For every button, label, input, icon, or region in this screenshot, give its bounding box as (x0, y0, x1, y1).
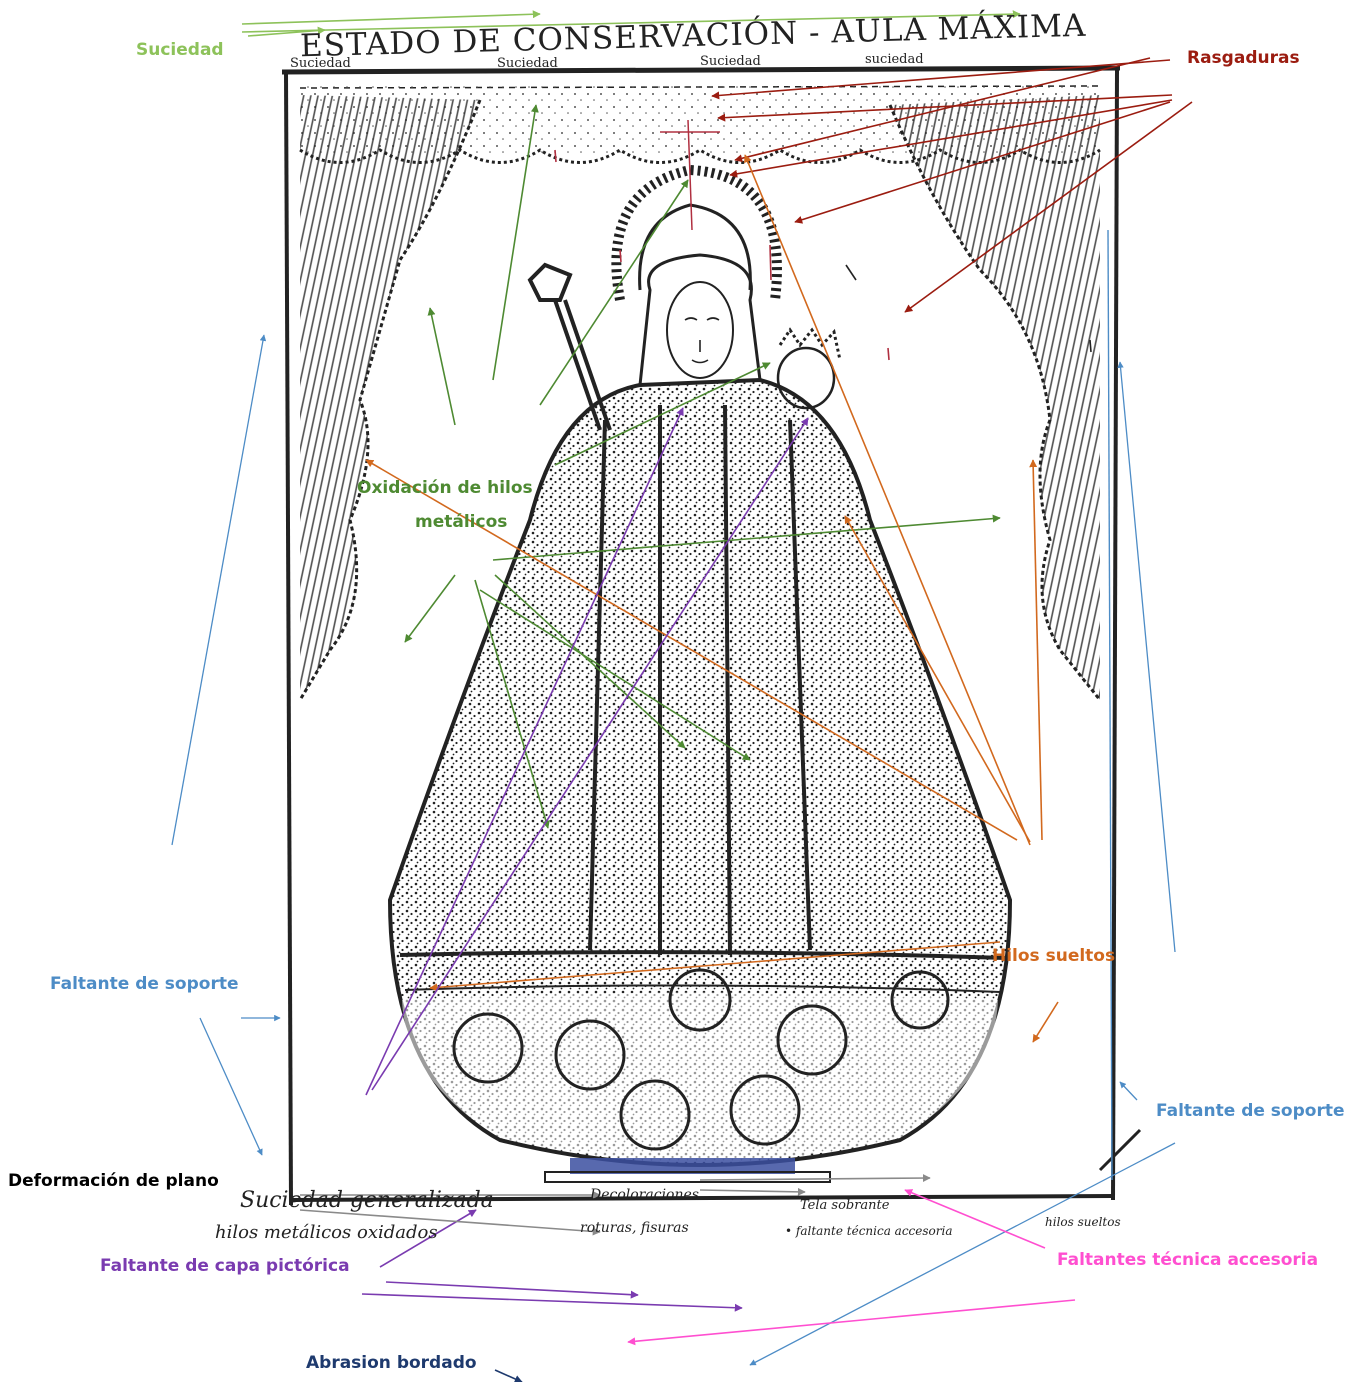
arrow-faltante-soporte-4 (200, 1018, 262, 1155)
arrow-hilos-sueltos-4 (1033, 460, 1042, 840)
label-faltante-soporte-left: Faltante de soporte (50, 974, 239, 994)
bottom-note-mid-2: roturas, fisuras (580, 1220, 689, 1236)
label-hilos-sueltos: Hilos sueltos (992, 946, 1115, 966)
arrow-faltante-soporte-6 (1120, 1082, 1137, 1100)
arrow-grey-arrows-4 (700, 1178, 930, 1180)
arrow-faltantes-tecnica-accesoria-1 (905, 1190, 1045, 1248)
top-note-3: Suciedad (700, 54, 761, 69)
top-note-1: Suciedad (290, 56, 351, 71)
top-note-2: Suciedad (497, 56, 558, 71)
bottom-note-right-2: • faltante técnica accesoria (785, 1224, 952, 1238)
pedestal (545, 1158, 830, 1182)
top-note-4: suciedad (865, 52, 924, 67)
arrow-oxidacion-1 (430, 308, 455, 425)
arrow-abrasion-bordado-1 (495, 1370, 522, 1382)
label-abrasion-bordado: Abrasion bordado (306, 1353, 477, 1373)
right-curtain (890, 95, 1100, 700)
bottom-note-1: Suciedad generalizada (240, 1188, 494, 1213)
label-rasgaduras: Rasgaduras (1187, 48, 1300, 68)
label-faltante-capa-pictorica: Faltante de capa pictórica (100, 1256, 350, 1276)
label-oxidacion-1: Oxidación de hilos (357, 478, 533, 498)
left-curtain (300, 95, 480, 700)
label-deformacion-plano: Deformación de plano (8, 1171, 219, 1191)
arrow-faltante-capa-pictorica-4 (386, 1282, 638, 1295)
virgin-head (640, 255, 760, 385)
bottom-note-right-1: Tela sobrante (800, 1198, 889, 1213)
bottom-note-mid-1: Decoloraciones (590, 1187, 699, 1203)
arrow-grey-arrows-3 (700, 1190, 805, 1192)
arrow-faltante-soporte-1 (172, 335, 264, 845)
label-oxidacion-2: metálicos (415, 512, 507, 532)
bottom-note-right-3: hilos sueltos (1045, 1215, 1121, 1229)
arrow-hilos-sueltos-6 (1033, 1002, 1058, 1042)
arrow-faltante-capa-pictorica-5 (362, 1294, 742, 1308)
bottom-note-2: hilos metálicos oxidados (215, 1222, 438, 1243)
arrow-faltante-soporte-2 (1120, 362, 1175, 952)
label-faltante-soporte-right: Faltante de soporte (1156, 1101, 1345, 1121)
label-suciedad: Suciedad (136, 40, 224, 60)
arrow-oxidacion-6 (405, 575, 455, 642)
label-faltantes-tecnica-accesoria: Faltantes técnica accesoria (1057, 1250, 1318, 1270)
